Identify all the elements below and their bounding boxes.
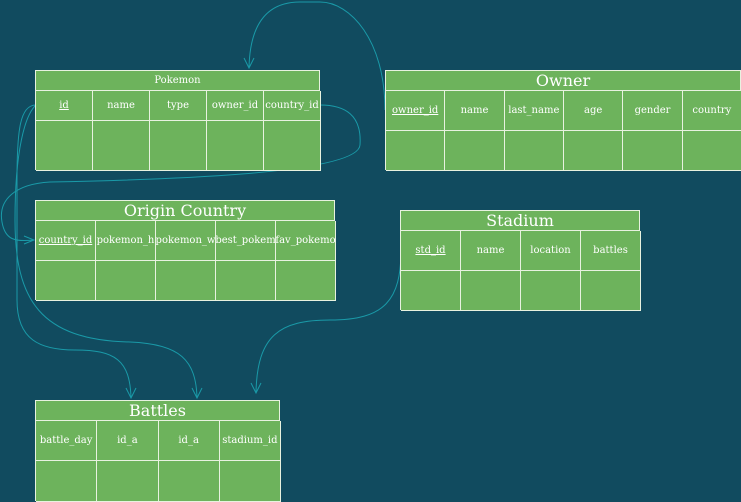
- table-title: Stadium: [401, 211, 640, 231]
- column-header: gender: [623, 91, 683, 131]
- column-header: location: [521, 231, 581, 271]
- column-header: name: [93, 91, 150, 121]
- column-body-cell: [461, 271, 521, 311]
- column-body-cell: [150, 121, 207, 171]
- column-body-cell: [207, 121, 264, 171]
- column-header: type: [150, 91, 207, 121]
- column-body-cell: [219, 461, 281, 502]
- table-title: Battles: [36, 401, 280, 421]
- column-body-cell: [521, 271, 581, 311]
- column-body-cell: [445, 131, 505, 171]
- column-header: pokemon_w: [156, 221, 216, 261]
- column-header: last_name: [504, 91, 564, 131]
- column-header: battles: [581, 231, 641, 271]
- column-body-cell: [36, 121, 93, 171]
- column-header: country_id: [264, 91, 321, 121]
- column-body-cell: [401, 271, 461, 311]
- column-header: name: [461, 231, 521, 271]
- column-body-cell: [97, 461, 159, 502]
- column-body-cell: [623, 131, 683, 171]
- column-body-cell: [264, 121, 321, 171]
- column-header: owner_id: [207, 91, 264, 121]
- column-body-cell: [93, 121, 150, 171]
- column-body-cell: [96, 261, 156, 301]
- column-body-cell: [156, 261, 216, 301]
- column-header: country: [682, 91, 741, 131]
- column-body-cell: [276, 261, 336, 301]
- column-header: id: [36, 91, 93, 121]
- column-header: best_pokem: [216, 221, 276, 261]
- table-title: Pokemon: [36, 71, 320, 91]
- table-title: Origin Country: [36, 201, 335, 221]
- column-body-cell: [581, 271, 641, 311]
- column-body-cell: [158, 461, 220, 502]
- column-header: owner_id: [386, 91, 446, 131]
- column-header: id_a: [97, 421, 159, 461]
- column-header: id_a: [158, 421, 220, 461]
- column-header: stadium_id: [219, 421, 281, 461]
- column-body-cell: [36, 261, 96, 301]
- column-header: fav_pokemo: [276, 221, 336, 261]
- column-body-cell: [564, 131, 624, 171]
- column-body-cell: [386, 131, 446, 171]
- column-header: battle_day: [36, 421, 98, 461]
- column-body-cell: [504, 131, 564, 171]
- column-body-cell: [36, 461, 98, 502]
- column-body-cell: [682, 131, 741, 171]
- column-header: name: [445, 91, 505, 131]
- column-header: age: [564, 91, 624, 131]
- column-header: country_id: [36, 221, 96, 261]
- table-title: Owner: [386, 71, 741, 91]
- column-header: pokemon_h: [96, 221, 156, 261]
- column-header: std_id: [401, 231, 461, 271]
- column-body-cell: [216, 261, 276, 301]
